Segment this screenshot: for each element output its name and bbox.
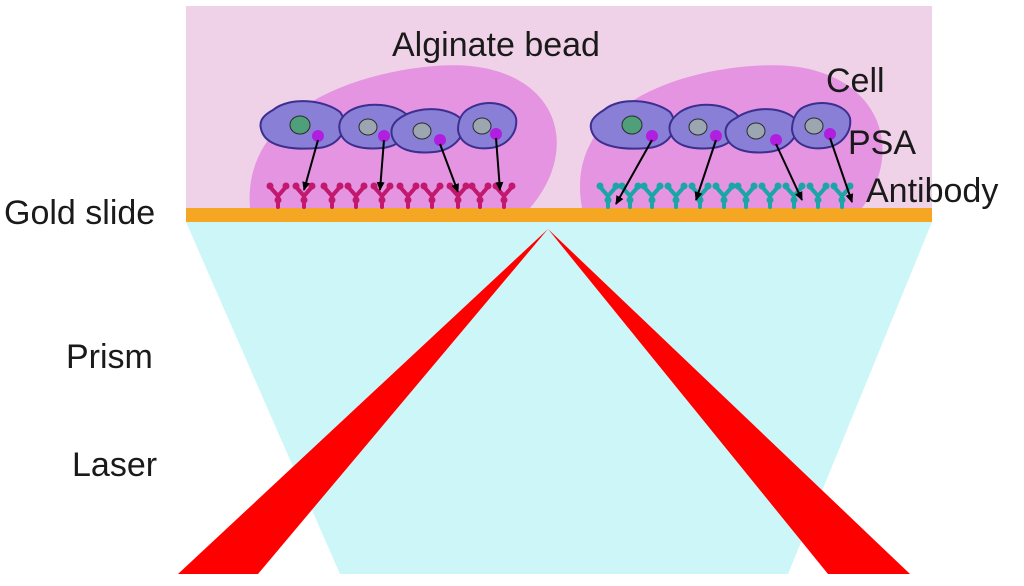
laser-beam-reflected: [548, 229, 910, 574]
psa-dot: [434, 134, 446, 146]
gold-slide: [186, 208, 932, 222]
antibody: [420, 182, 444, 209]
antibody: [618, 182, 642, 209]
antibody: [320, 182, 344, 209]
arrow: [302, 139, 319, 191]
cell-group-left: [259, 100, 518, 154]
arrow: [495, 137, 504, 191]
psa-label: PSA: [848, 124, 917, 162]
cell: [589, 100, 676, 150]
alginate-bead-label: Alginate bead: [392, 26, 600, 64]
gold-slide-label: Gold slide: [4, 194, 156, 232]
psa-dot: [824, 128, 836, 140]
antibody: [468, 182, 492, 209]
antibody: [344, 182, 368, 209]
cell-nucleus: [621, 115, 643, 135]
arrow: [376, 139, 385, 191]
antibody: [664, 182, 688, 209]
psa-dot: [312, 130, 324, 142]
prism: [186, 222, 932, 574]
antibody: [446, 182, 470, 209]
laser-label: Laser: [72, 446, 158, 484]
cell-nucleus: [358, 118, 378, 136]
antibody: [266, 182, 290, 209]
cell-nucleus: [412, 122, 432, 140]
psa-dot: [490, 128, 502, 140]
antibody: [734, 182, 758, 209]
antibody: [396, 182, 420, 209]
arrow: [694, 139, 717, 201]
antibody: [712, 182, 736, 209]
cell: [390, 108, 465, 154]
antibody-label: Antibody: [866, 172, 999, 210]
cell: [668, 103, 741, 150]
arrow: [615, 139, 653, 205]
antibody-row-left: [266, 182, 516, 209]
arrow: [829, 137, 854, 203]
antibody: [806, 182, 830, 209]
cell: [259, 100, 346, 150]
psa-dot: [710, 130, 722, 142]
cell-nucleus: [746, 122, 766, 140]
arrow: [775, 143, 803, 201]
antibody: [596, 182, 620, 209]
cell-label: Cell: [826, 62, 885, 100]
arrow: [439, 143, 459, 193]
psa-dot: [770, 134, 782, 146]
cell: [790, 102, 852, 150]
cell-nucleus: [289, 115, 311, 135]
cell: [724, 108, 799, 154]
binding-arrows: [302, 137, 854, 205]
cell-group-right: [589, 100, 852, 154]
antibody: [758, 182, 782, 209]
cell-nucleus: [688, 118, 708, 136]
cell: [456, 102, 518, 150]
antibody: [370, 182, 394, 209]
cell-nucleus: [472, 117, 492, 135]
psa-dot: [378, 130, 390, 142]
laser-beam-incident: [178, 229, 548, 574]
antibody: [830, 182, 854, 209]
cell-nucleus: [804, 117, 824, 135]
prism-label: Prism: [66, 338, 153, 376]
antibody: [640, 182, 664, 209]
psa-dot: [646, 130, 658, 142]
